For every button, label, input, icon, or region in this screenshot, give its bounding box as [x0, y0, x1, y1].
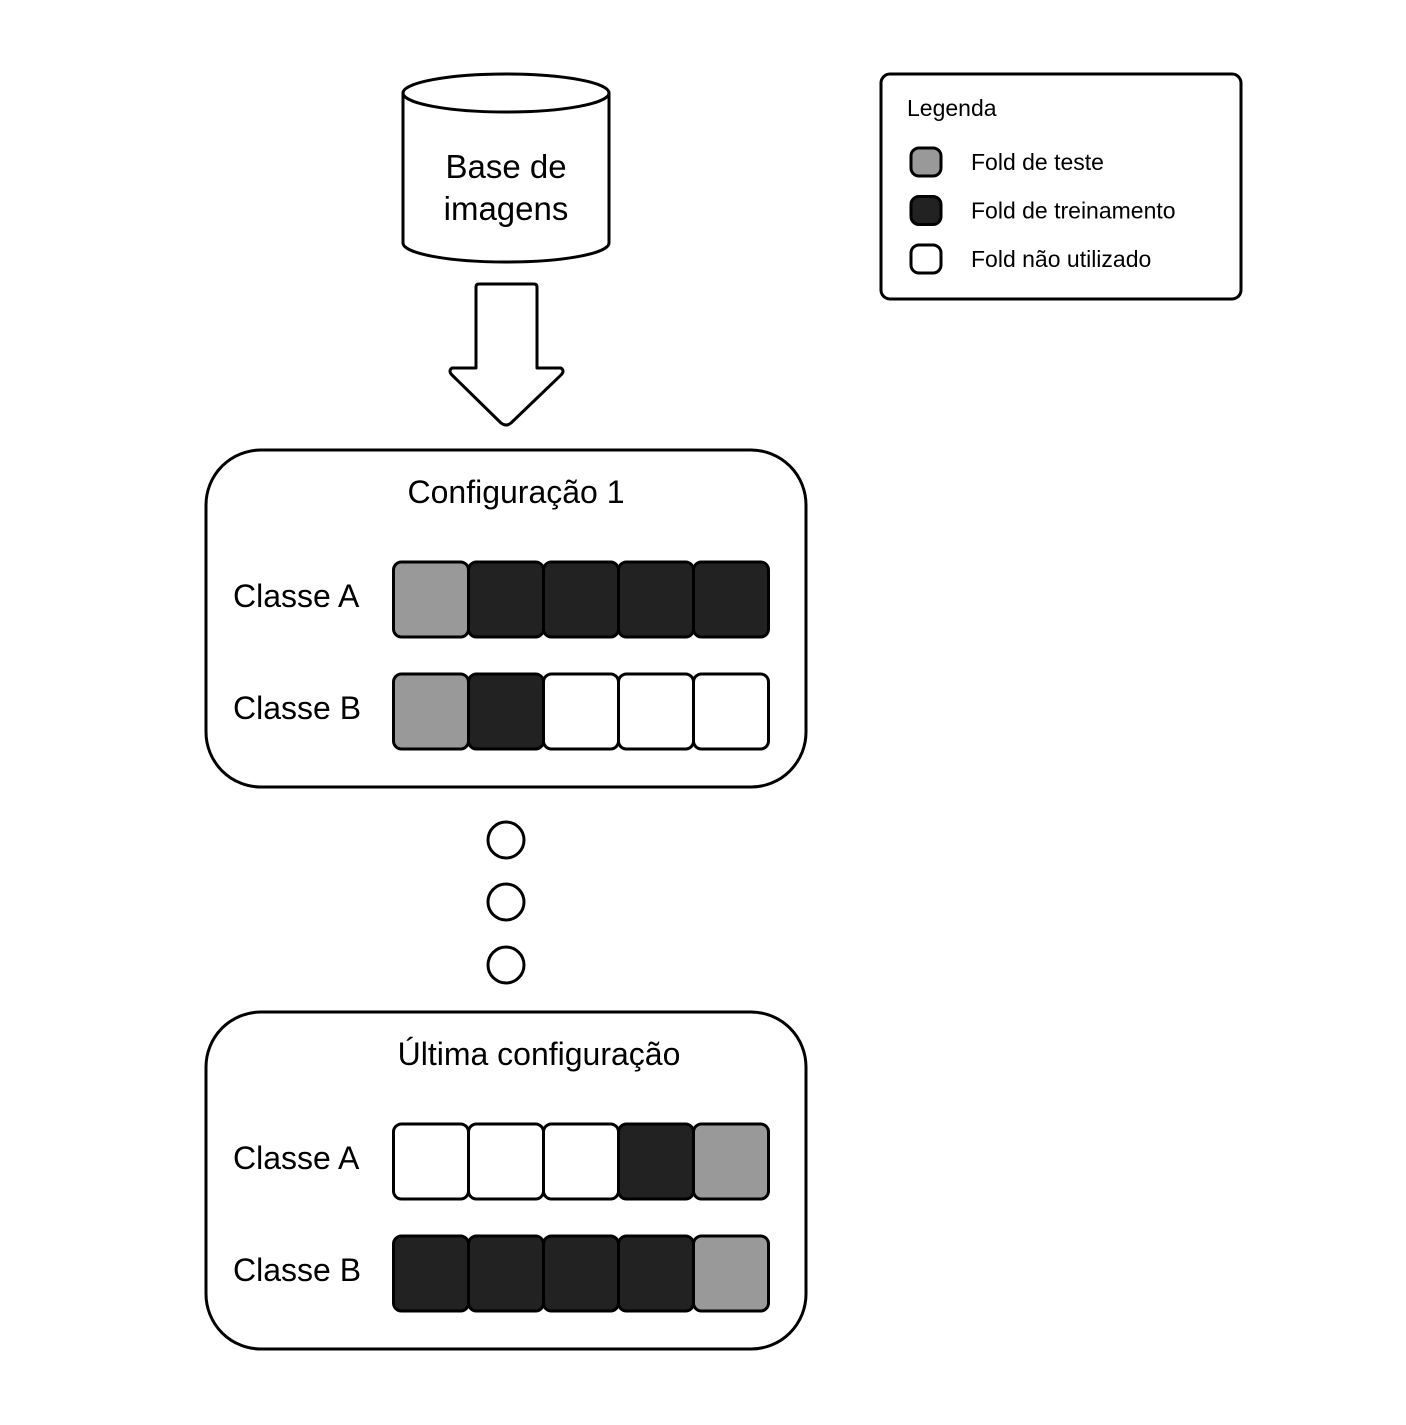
fold-train	[542, 1234, 620, 1313]
legend-label-test: Fold de teste	[971, 149, 1104, 175]
legend-swatch-test	[909, 146, 943, 178]
ellipsis-dot	[486, 882, 526, 922]
class-label: Classe A	[233, 1140, 360, 1176]
configuration-title: Configuração 1	[407, 474, 624, 510]
fold-unused	[542, 1122, 620, 1201]
ellipsis-dots	[486, 820, 526, 985]
image-database: Base de imagens	[401, 72, 611, 264]
fold-train	[467, 560, 545, 639]
fold-train	[692, 560, 770, 639]
database-label-line1: Base de	[445, 148, 566, 185]
class-label: Classe B	[233, 690, 361, 726]
fold-train	[617, 560, 695, 639]
class-label: Classe A	[233, 578, 360, 614]
fold-unused	[617, 672, 695, 751]
fold-train	[467, 1234, 545, 1313]
fold-test	[392, 672, 470, 751]
fold-unused	[542, 672, 620, 751]
fold-train	[392, 1234, 470, 1313]
database-label-line2: imagens	[444, 190, 569, 227]
fold-test	[692, 1122, 770, 1201]
legend-title: Legenda	[907, 95, 997, 121]
ellipsis-dot	[486, 945, 526, 985]
ellipsis-dot	[486, 820, 526, 860]
fold-train	[467, 672, 545, 751]
configuration-title: Última configuração	[398, 1036, 681, 1072]
legend-swatch-unused	[909, 243, 943, 275]
down-arrow-icon	[448, 282, 565, 427]
legend-label-train: Fold de treinamento	[971, 198, 1176, 224]
fold-train	[617, 1234, 695, 1313]
legend-label-unused: Fold não utilizado	[971, 246, 1151, 272]
legend-swatch-train	[909, 195, 943, 226]
class-label: Classe B	[233, 1252, 361, 1288]
database-cylinder-top	[401, 72, 611, 114]
legend-box	[879, 72, 1243, 301]
configuration-panel: Configuração 1 Classe A Classe B	[204, 448, 808, 789]
fold-train	[617, 1122, 695, 1201]
fold-train	[542, 560, 620, 639]
fold-unused	[392, 1122, 470, 1201]
fold-unused	[692, 672, 770, 751]
database-cylinder-body	[401, 93, 611, 264]
fold-test	[692, 1234, 770, 1313]
fold-unused	[467, 1122, 545, 1201]
fold-test	[392, 560, 470, 639]
